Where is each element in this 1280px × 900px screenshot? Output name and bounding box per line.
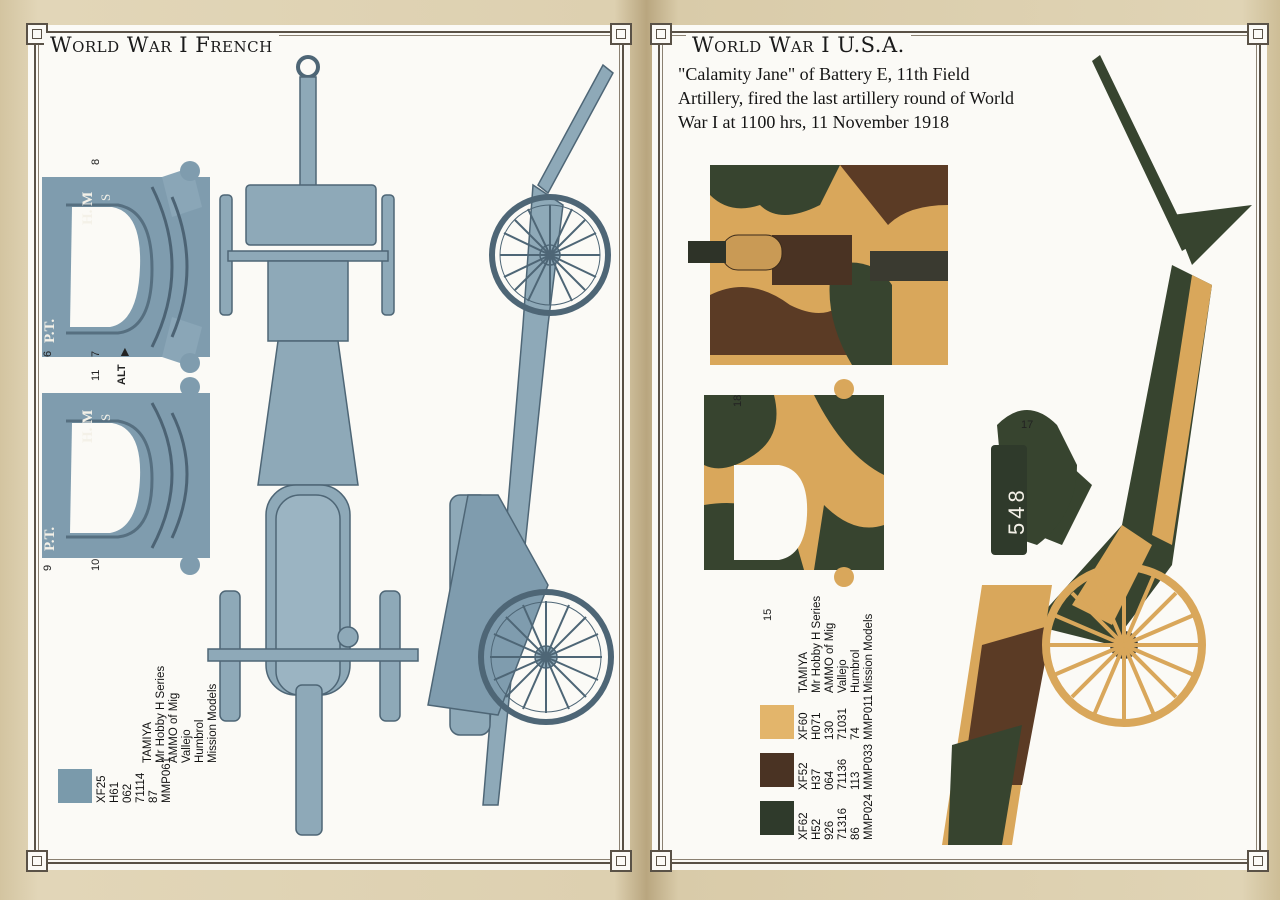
right-page-subtitle: "Calamity Jane" of Battery E, 11th Field… bbox=[678, 64, 1014, 132]
shield-panel-top bbox=[42, 161, 210, 373]
paint-swatch-blue-grey bbox=[58, 769, 92, 803]
panel-mark-s-top: S bbox=[98, 193, 113, 201]
callout-10: 10 bbox=[90, 558, 102, 571]
callout-11: 11 bbox=[90, 369, 102, 381]
gun-side-view bbox=[427, 63, 614, 806]
panel-mark-s-bottom: S bbox=[98, 413, 113, 421]
camo-shield-panel bbox=[704, 379, 884, 587]
gun-top-view bbox=[207, 55, 419, 836]
camo-front-view bbox=[688, 165, 948, 365]
callout-6: 6 bbox=[42, 350, 54, 357]
callout-8: 8 bbox=[90, 158, 102, 165]
paint-swatch-olive bbox=[760, 801, 794, 835]
plate-number: 548 bbox=[1004, 486, 1029, 535]
alt-arrow-label: ALT bbox=[116, 364, 128, 385]
camo-gun-side-view bbox=[942, 55, 1252, 845]
plate-detail bbox=[991, 410, 1077, 555]
left-page-heading: World War I French bbox=[44, 33, 279, 57]
right-page: World War I U.S.A. "Calamity Jane" of Ba… bbox=[650, 23, 1269, 872]
up-arrow-icon: ▲ bbox=[118, 343, 132, 359]
paint-swatch-brown bbox=[760, 753, 794, 787]
shield-panel-bottom bbox=[42, 377, 210, 575]
gun-illustrations-usa bbox=[688, 55, 1252, 845]
right-page-heading: World War I U.S.A. bbox=[686, 33, 911, 57]
callout-7: 7 bbox=[90, 350, 102, 357]
paint-swatch-sand bbox=[760, 705, 794, 739]
gun-illustrations-french bbox=[42, 55, 614, 836]
callout-17: 17 bbox=[1021, 419, 1034, 431]
callout-18: 18 bbox=[732, 394, 744, 407]
callout-9: 9 bbox=[42, 564, 54, 571]
callout-15: 15 bbox=[762, 608, 774, 621]
panel-mark-hm-top: H. M bbox=[80, 191, 96, 225]
panel-mark-pt-bottom: P.T. bbox=[42, 526, 58, 551]
panel-mark-hm-bottom: H. M bbox=[80, 409, 96, 443]
panel-mark-pt-top: P.T. bbox=[42, 318, 58, 343]
left-page: World War I French bbox=[26, 23, 632, 872]
